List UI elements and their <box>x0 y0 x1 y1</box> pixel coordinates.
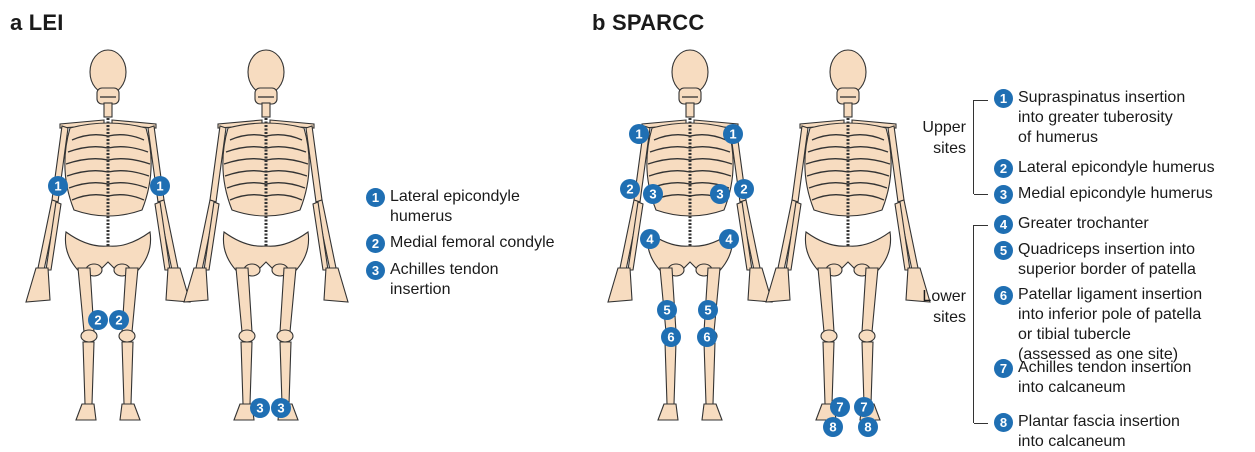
sparcc-legend-label: Patellar ligament insertion into inferio… <box>1018 285 1202 365</box>
lei-legend-label: Lateral epicondyle humerus <box>390 187 520 227</box>
site-marker-number: 3 <box>716 187 723 202</box>
site-marker: 3 <box>643 184 663 204</box>
sparcc-front-skeleton <box>608 50 772 420</box>
site-marker: 2 <box>109 310 129 330</box>
site-marker: 2 <box>620 179 640 199</box>
site-marker: 6 <box>697 327 717 347</box>
site-marker-number: 1 <box>729 127 736 142</box>
site-marker-number: 2 <box>740 182 747 197</box>
lei-legend-item: 2 Medial femoral condyle <box>366 233 555 253</box>
sparcc-legend-number: 4 <box>994 215 1013 234</box>
site-marker-number: 1 <box>156 179 163 194</box>
sparcc-legend-number: 8 <box>994 413 1013 432</box>
lei-legend-number: 2 <box>366 234 385 253</box>
site-marker-number: 7 <box>860 400 867 415</box>
site-marker-number: 7 <box>836 400 843 415</box>
site-marker-number: 3 <box>256 401 263 416</box>
lei-legend-item: 3 Achilles tendon insertion <box>366 260 499 300</box>
sparcc-legend-item: 8 Plantar fascia insertion into calcaneu… <box>994 412 1180 452</box>
site-marker: 3 <box>250 398 270 418</box>
site-marker: 7 <box>854 397 874 417</box>
sparcc-legend-number: 2 <box>994 159 1013 178</box>
site-marker-number: 3 <box>277 401 284 416</box>
lei-back-skeleton <box>184 50 348 420</box>
site-marker: 1 <box>48 176 68 196</box>
site-marker-number: 4 <box>646 232 654 247</box>
lower-sites-bracket <box>973 225 974 423</box>
upper-sites-bracket <box>973 100 974 194</box>
site-marker: 6 <box>661 327 681 347</box>
site-marker: 2 <box>88 310 108 330</box>
site-marker-number: 4 <box>725 232 733 247</box>
site-marker-number: 8 <box>864 420 871 435</box>
sparcc-legend-item: 7 Achilles tendon insertion into calcane… <box>994 358 1191 398</box>
site-marker-number: 2 <box>94 313 101 328</box>
site-marker-number: 5 <box>663 303 670 318</box>
sparcc-legend-label: Supraspinatus insertion into greater tub… <box>1018 88 1185 148</box>
sparcc-legend-number: 3 <box>994 185 1013 204</box>
lei-legend-label: Achilles tendon insertion <box>390 260 499 300</box>
site-marker: 7 <box>830 397 850 417</box>
sparcc-legend-number: 6 <box>994 286 1013 305</box>
site-marker-number: 6 <box>667 330 674 345</box>
site-marker-number: 3 <box>649 187 656 202</box>
sparcc-legend-number: 7 <box>994 359 1013 378</box>
sparcc-legend-number: 5 <box>994 241 1013 260</box>
sparcc-legend-item: 1 Supraspinatus insertion into greater t… <box>994 88 1185 148</box>
sparcc-legend-label: Medial epicondyle humerus <box>1018 184 1213 204</box>
site-marker-number: 2 <box>115 313 122 328</box>
sparcc-legend-label: Lateral epicondyle humerus <box>1018 158 1215 178</box>
lei-legend-number: 1 <box>366 188 385 207</box>
sparcc-legend-label: Quadriceps insertion into superior borde… <box>1018 240 1196 280</box>
site-marker: 3 <box>271 398 291 418</box>
site-marker: 1 <box>723 124 743 144</box>
sparcc-legend-number: 1 <box>994 89 1013 108</box>
site-marker: 1 <box>150 176 170 196</box>
site-marker-number: 2 <box>626 182 633 197</box>
lei-front-skeleton <box>26 50 190 420</box>
sparcc-legend-item: 6 Patellar ligament insertion into infer… <box>994 285 1202 365</box>
site-marker: 4 <box>640 229 660 249</box>
site-marker: 4 <box>719 229 739 249</box>
site-marker: 3 <box>710 184 730 204</box>
site-marker-number: 1 <box>635 127 642 142</box>
sparcc-legend-label: Plantar fascia insertion into calcaneum <box>1018 412 1180 452</box>
lower-sites-label: Lower sites <box>920 286 966 328</box>
site-marker-number: 5 <box>704 303 711 318</box>
sparcc-legend-label: Achilles tendon insertion into calcaneum <box>1018 358 1191 398</box>
sparcc-legend-item: 2 Lateral epicondyle humerus <box>994 158 1215 178</box>
site-marker-number: 8 <box>829 420 836 435</box>
site-marker-number: 6 <box>703 330 710 345</box>
site-marker: 5 <box>698 300 718 320</box>
site-marker: 8 <box>858 417 878 437</box>
sparcc-legend-item: 5 Quadriceps insertion into superior bor… <box>994 240 1196 280</box>
site-marker: 2 <box>734 179 754 199</box>
site-marker: 1 <box>629 124 649 144</box>
upper-sites-label: Upper sites <box>920 117 966 159</box>
site-marker: 5 <box>657 300 677 320</box>
site-marker-number: 1 <box>54 179 61 194</box>
site-marker: 8 <box>823 417 843 437</box>
sparcc-legend-item: 3 Medial epicondyle humerus <box>994 184 1213 204</box>
lei-legend-number: 3 <box>366 261 385 280</box>
sparcc-back-skeleton <box>766 50 930 420</box>
lei-legend-item: 1 Lateral epicondyle humerus <box>366 187 520 227</box>
lei-legend-label: Medial femoral condyle <box>390 233 555 253</box>
sparcc-legend-item: 4 Greater trochanter <box>994 214 1149 234</box>
sparcc-legend-label: Greater trochanter <box>1018 214 1149 234</box>
